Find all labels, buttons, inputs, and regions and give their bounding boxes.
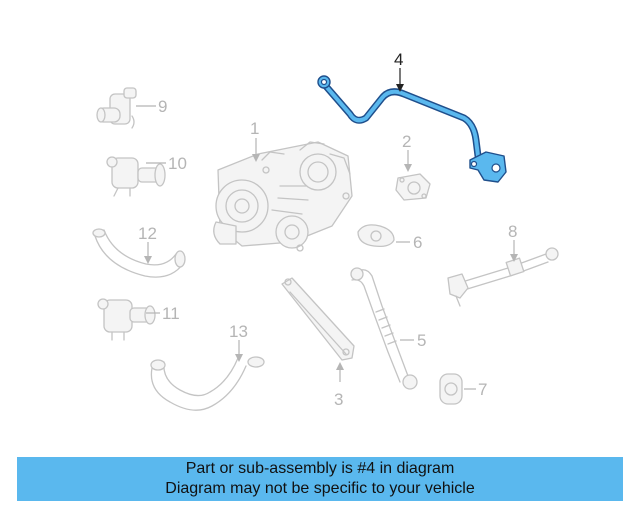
- callout-6: 6: [413, 233, 422, 252]
- part-4-oil-line-highlighted[interactable]: [317, 68, 507, 183]
- parts-diagram: 9 10 12 11 13: [92, 50, 559, 411]
- banner-line-1: Part or sub-assembly is #4 in diagram: [185, 460, 455, 477]
- callout-9: 9: [158, 97, 167, 116]
- callout-1: 1: [250, 119, 259, 138]
- part-3-bracket[interactable]: [281, 277, 355, 382]
- callout-8: 8: [508, 222, 517, 241]
- part-13-hose[interactable]: [150, 340, 265, 411]
- callout-2: 2: [402, 132, 411, 151]
- part-2-gasket[interactable]: [395, 150, 431, 201]
- callout-7: 7: [478, 380, 487, 399]
- banner-line-2: Diagram may not be specific to your vehi…: [165, 480, 475, 497]
- callout-4: 4: [394, 50, 403, 69]
- part-11-valve[interactable]: [97, 298, 160, 341]
- part-1-turbocharger[interactable]: [213, 138, 353, 252]
- part-10-control-valve[interactable]: [106, 156, 166, 197]
- info-banner: Part or sub-assembly is #4 in diagram Di…: [17, 457, 623, 501]
- part-7-gasket[interactable]: [439, 373, 476, 405]
- callout-5: 5: [417, 331, 426, 350]
- callout-13: 13: [229, 322, 248, 341]
- callout-11: 11: [162, 304, 180, 323]
- part-6-gasket[interactable]: [357, 224, 410, 248]
- callout-10: 10: [168, 154, 187, 173]
- part-8-pipe[interactable]: [447, 240, 559, 307]
- part-12-hose[interactable]: [92, 228, 186, 278]
- callout-3: 3: [334, 390, 343, 409]
- part-5-flex-line[interactable]: [350, 267, 418, 390]
- callout-12: 12: [138, 224, 157, 243]
- part-9-valve[interactable]: [96, 87, 156, 129]
